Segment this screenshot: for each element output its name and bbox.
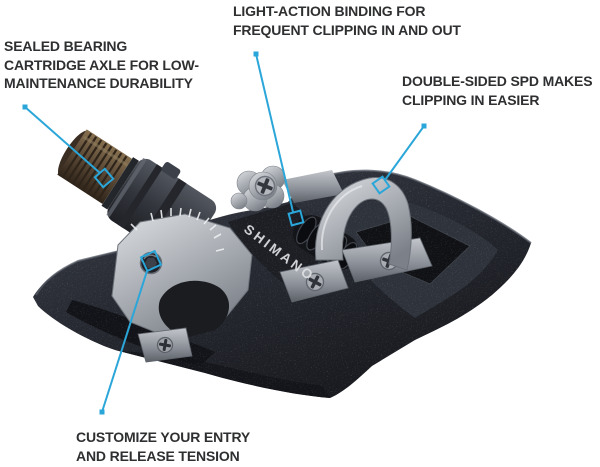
leader-dot — [99, 409, 105, 415]
leader-target-box — [287, 209, 305, 227]
leader-light-action — [253, 51, 305, 227]
binding-top-strip — [282, 170, 344, 203]
callout-sealed-bearing: SEALED BEARING CARTRIDGE AXLE FOR LOW- M… — [4, 37, 199, 93]
callout-line: FREQUENT CLIPPING IN AND OUT — [233, 21, 461, 38]
leader-dot — [253, 51, 259, 57]
binding-top-plate — [230, 165, 286, 212]
leader-target-box — [371, 175, 391, 195]
tension-indicator-icon — [130, 207, 225, 252]
claw-arch-opening — [158, 280, 230, 338]
binding-screw-icon — [305, 272, 325, 292]
callout-line: SEALED BEARING — [4, 38, 128, 54]
callout-line: LIGHT-ACTION BINDING FOR — [233, 3, 426, 19]
callout-customize: CUSTOMIZE YOUR ENTRY AND RELEASE TENSION — [76, 428, 250, 465]
callout-line: CLIPPING IN EASIER — [402, 91, 540, 108]
leader-target-box — [93, 167, 115, 189]
callout-line: AND RELEASE TENSION — [76, 447, 240, 464]
binding-base-plates — [137, 237, 433, 363]
callout-line: MAINTENANCE DURABILITY — [4, 75, 193, 92]
leader-dot — [421, 123, 427, 129]
leader-dot — [22, 104, 28, 110]
binding-screw-icon — [156, 336, 174, 354]
leader-double-sided — [371, 123, 427, 195]
binding-screw-icon — [254, 175, 276, 197]
callout-light-action: LIGHT-ACTION BINDING FOR FREQUENT CLIPPI… — [233, 2, 461, 39]
leader-customize — [99, 249, 163, 415]
callout-line: DOUBLE-SIDED SPD MAKES — [402, 73, 593, 89]
callout-line: CARTRIDGE AXLE FOR LOW- — [4, 56, 199, 73]
callout-double-sided: DOUBLE-SIDED SPD MAKES CLIPPING IN EASIE… — [402, 72, 593, 109]
leader-sealed-bearing — [22, 104, 115, 189]
callout-line: CUSTOMIZE YOUR ENTRY — [76, 429, 251, 445]
leader-target-box — [139, 249, 163, 273]
